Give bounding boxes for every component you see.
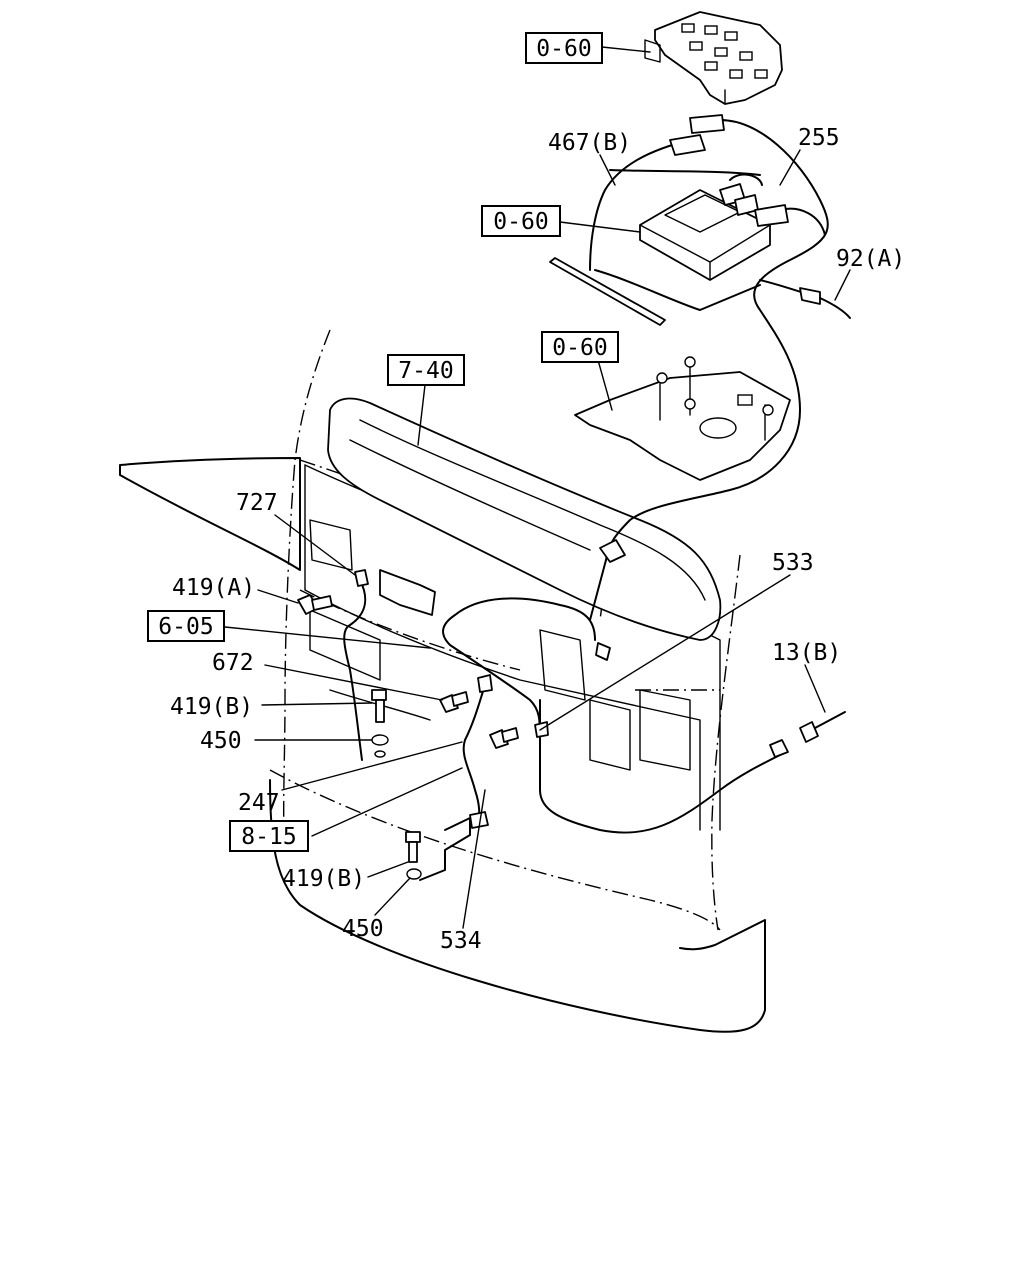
callout-727: 727 (236, 490, 278, 516)
ref-box-7-40[interactable]: 7-40 (387, 354, 465, 386)
lower-harness (442, 597, 789, 834)
cowl-block (379, 569, 436, 616)
front-bumper-panel (269, 779, 766, 1033)
ref-label-0-60-top: 0-60 (536, 36, 591, 62)
ref-label-0-60-mid: 0-60 (493, 209, 548, 235)
roof-panel (119, 457, 301, 571)
ref-box-0-60-mid[interactable]: 0-60 (481, 205, 561, 237)
ground-straps (343, 569, 493, 829)
bolts (297, 594, 846, 880)
mounting-bracket (574, 356, 791, 481)
ref-box-0-60-bracket[interactable]: 0-60 (541, 331, 619, 363)
ref-label-8-15: 8-15 (241, 824, 296, 850)
leader-lines (224, 46, 851, 929)
ref-box-0-60-top[interactable]: 0-60 (525, 32, 603, 64)
relay-junction-box (644, 11, 783, 105)
ref-box-8-15[interactable]: 8-15 (229, 820, 309, 852)
callout-467b: 467(B) (548, 130, 631, 156)
callout-255: 255 (798, 125, 840, 151)
callout-247: 247 (238, 790, 280, 816)
ref-label-6-05: 6-05 (158, 614, 213, 640)
callout-533: 533 (772, 550, 814, 576)
ref-label-7-40: 7-40 (398, 358, 453, 384)
callout-13b: 13(B) (772, 640, 841, 666)
strap-bracket (419, 817, 471, 881)
callout-92a: 92(A) (836, 246, 905, 272)
callout-534: 534 (440, 928, 482, 954)
cowl-top-panel (327, 397, 722, 641)
callout-419b-upper: 419(B) (170, 694, 253, 720)
callout-672: 672 (212, 650, 254, 676)
callout-419b-lower: 419(B) (282, 866, 365, 892)
ref-box-6-05[interactable]: 6-05 (147, 610, 225, 642)
callout-419a: 419(A) (172, 575, 255, 601)
ref-label-0-60-bracket: 0-60 (552, 335, 607, 361)
callout-450-upper: 450 (200, 728, 242, 754)
callout-450-lower: 450 (342, 916, 384, 942)
wiring-harness (549, 114, 851, 621)
